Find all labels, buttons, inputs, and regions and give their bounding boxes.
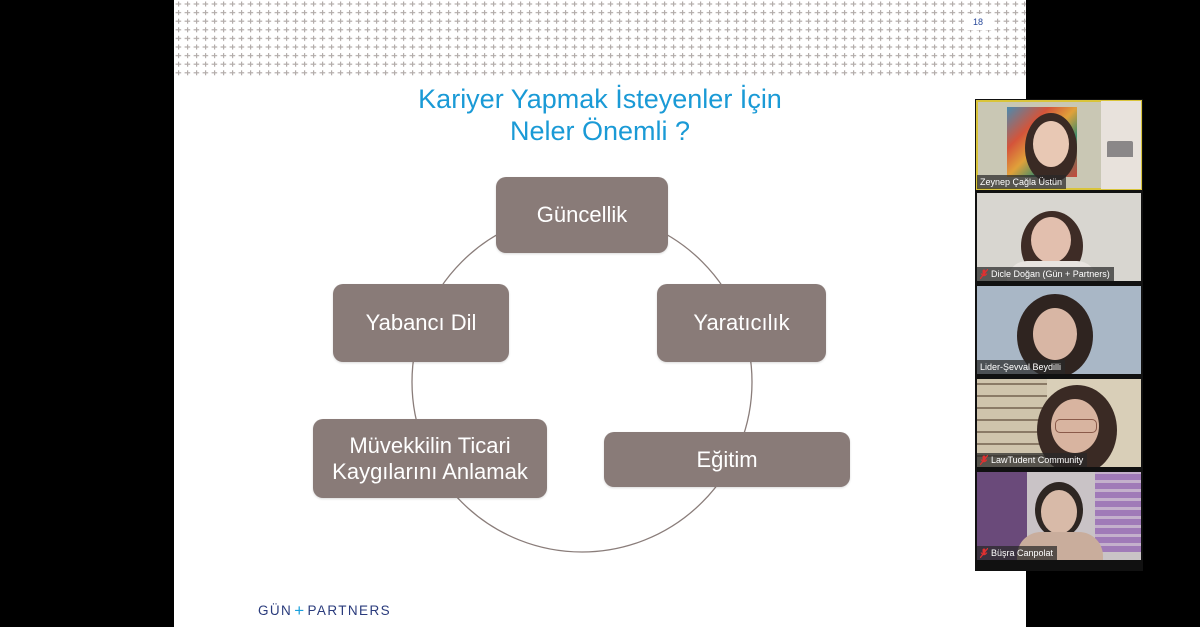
cycle-diagram-connector bbox=[411, 211, 753, 553]
participant-tile[interactable]: Lider-Şevval Beydilli bbox=[977, 286, 1141, 374]
participant-name-bar: Lider-Şevval Beydilli bbox=[977, 360, 1066, 374]
video-person-face bbox=[1041, 490, 1077, 534]
mic-muted-icon bbox=[980, 548, 988, 558]
participant-tile[interactable]: Zeynep Çağla Üstün bbox=[976, 100, 1142, 190]
participant-name: Lider-Şevval Beydilli bbox=[980, 362, 1062, 372]
video-background-shelves bbox=[977, 379, 1047, 467]
logo-text-left: GÜN bbox=[258, 603, 293, 618]
cycle-item-muvekkil: Müvekkilin Ticari Kaygılarını Anlamak bbox=[313, 419, 547, 498]
video-person-face bbox=[1033, 121, 1069, 167]
participant-name-bar: LawTudent Community bbox=[977, 453, 1088, 467]
cycle-item-yabanci-dil: Yabancı Dil bbox=[333, 284, 509, 362]
cycle-item-label: Yabancı Dil bbox=[365, 310, 477, 335]
decorative-plus-pattern bbox=[174, 0, 1026, 78]
cycle-item-yaraticilik: Yaratıcılık bbox=[657, 284, 826, 362]
video-person-face bbox=[1051, 399, 1099, 453]
participant-tile[interactable]: Büşra Canpolat bbox=[977, 472, 1141, 560]
participant-tile[interactable]: Dicle Doğan (Gün + Partners) bbox=[977, 193, 1141, 281]
cycle-item-label-line2: Kaygılarını Anlamak bbox=[332, 458, 528, 484]
video-person-face bbox=[1031, 217, 1071, 263]
video-gallery-panel[interactable]: Zeynep Çağla Üstün Dicle Doğan (Gün + Pa… bbox=[975, 99, 1143, 571]
participant-name-bar: Büşra Canpolat bbox=[977, 546, 1058, 560]
video-background-blinds bbox=[1095, 472, 1141, 552]
presentation-slide: 18 Kariyer Yapmak İsteyenler İçin Neler … bbox=[174, 0, 1026, 627]
slide-title: Kariyer Yapmak İsteyenler İçin Neler Öne… bbox=[174, 83, 1026, 147]
video-person-face bbox=[1033, 308, 1077, 360]
video-lamp bbox=[1107, 141, 1133, 157]
cycle-item-label-line1: Müvekkilin Ticari bbox=[349, 432, 511, 458]
participant-name: LawTudent Community bbox=[991, 455, 1084, 465]
participant-name: Dicle Doğan (Gün + Partners) bbox=[991, 269, 1110, 279]
participant-name-bar: Zeynep Çağla Üstün bbox=[977, 175, 1067, 189]
mic-muted-icon bbox=[980, 269, 988, 279]
cycle-item-label: Eğitim bbox=[696, 446, 758, 472]
slide-title-line2: Neler Önemli ? bbox=[509, 116, 691, 146]
cycle-item-label: Güncellik bbox=[536, 202, 628, 227]
cycle-item-guncellik: Güncellik bbox=[496, 177, 668, 253]
participant-name: Büşra Canpolat bbox=[991, 548, 1054, 558]
mic-muted-icon bbox=[980, 455, 988, 465]
cycle-item-label: Yaratıcılık bbox=[693, 310, 790, 335]
slide-title-line1: Kariyer Yapmak İsteyenler İçin bbox=[418, 84, 782, 114]
cycle-item-egitim: Eğitim bbox=[604, 432, 850, 487]
logo-plus: + bbox=[294, 601, 306, 620]
participant-name-bar: Dicle Doğan (Gün + Partners) bbox=[977, 267, 1114, 281]
logo-text-right: PARTNERS bbox=[307, 603, 391, 618]
company-logo: GÜN+PARTNERS bbox=[258, 600, 391, 620]
participant-name: Zeynep Çağla Üstün bbox=[980, 177, 1063, 187]
participant-tile[interactable]: LawTudent Community bbox=[977, 379, 1141, 467]
slide-page-number: 18 bbox=[964, 14, 992, 30]
video-person-glasses bbox=[1055, 419, 1097, 433]
